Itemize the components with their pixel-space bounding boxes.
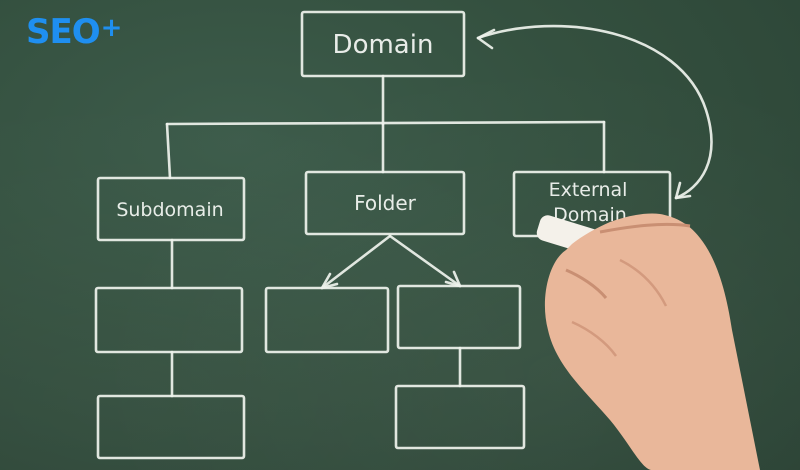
subdomain-connector: [165, 122, 172, 180]
curved-arrow-head-bottom: [674, 181, 692, 200]
folder-node: Folder: [304, 170, 466, 236]
finger-crease-1: [599, 222, 691, 234]
folder-branch-right: [388, 234, 462, 288]
folder-box: [304, 170, 466, 236]
folder-child-box-2: [396, 284, 522, 350]
domain-label: Domain: [333, 30, 434, 60]
subdomain-node: Subdomain: [96, 176, 246, 242]
subdomain-child-box-2: [96, 394, 246, 460]
horizontal-bus: [165, 120, 606, 126]
hand-shape: [544, 213, 760, 470]
hand-with-chalk-image: [536, 213, 760, 470]
seo-plus-logo: SEO+: [26, 12, 123, 52]
folder-child-box-1: [264, 286, 390, 354]
logo-text: SEO: [26, 12, 101, 52]
curved-arrow: [476, 24, 713, 200]
subdomain-label: Subdomain: [116, 199, 223, 221]
curved-arrow-head-top: [476, 28, 496, 50]
subdomain-child-box-1: [94, 286, 244, 354]
folder-label: Folder: [354, 191, 417, 215]
external-label-line1: External: [549, 179, 628, 201]
external-label-line2: Domain: [553, 204, 627, 226]
finger-crease-3: [571, 320, 618, 357]
logo-plus: +: [100, 13, 123, 43]
folder-branch-left: [320, 234, 392, 290]
folder-child-box-3: [394, 384, 526, 450]
finger-crease-2: [565, 268, 608, 299]
knuckle-line: [619, 258, 668, 307]
domain-node: Domain: [300, 10, 466, 78]
